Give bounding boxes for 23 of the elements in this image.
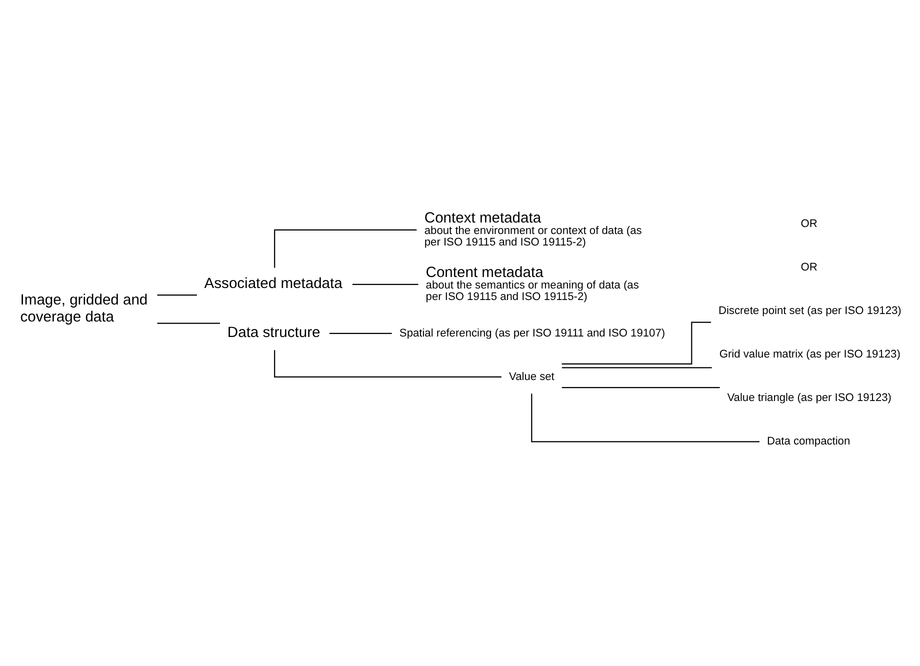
node-text: Spatial referencing (as per ISO 19111 and ISO 19107) <box>399 327 666 340</box>
node-text: Grid value matrix (as per ISO 19123) <box>719 348 900 361</box>
connector <box>274 229 417 268</box>
node-text: Image, gridded and coverage data <box>20 292 148 326</box>
connector <box>157 322 220 324</box>
connector <box>562 322 712 365</box>
node-text: Context metadata about the environment or context of data (as per ISO 19115 and ISO 19115-2) <box>424 210 642 248</box>
node-text: Discrete point set (as per ISO 19123) <box>718 305 902 318</box>
node-text: Content metadata about the semantics or meaning of data (as per ISO 19115 and ISO 19115-2) <box>426 264 639 303</box>
connector <box>562 387 720 388</box>
node-text: Data compaction <box>767 436 850 448</box>
node-text: Value set <box>509 370 554 383</box>
connector <box>562 367 712 368</box>
connector <box>352 284 418 285</box>
node-text: Associated metadata <box>204 276 342 292</box>
label: OR <box>800 218 818 230</box>
node-text: Data structure <box>227 324 320 341</box>
label: OR <box>800 262 818 274</box>
connector <box>329 332 392 334</box>
connector <box>157 294 197 296</box>
connector <box>531 394 760 442</box>
connector <box>274 350 502 378</box>
node-text: Value triangle (as per ISO 19123) <box>727 392 892 404</box>
